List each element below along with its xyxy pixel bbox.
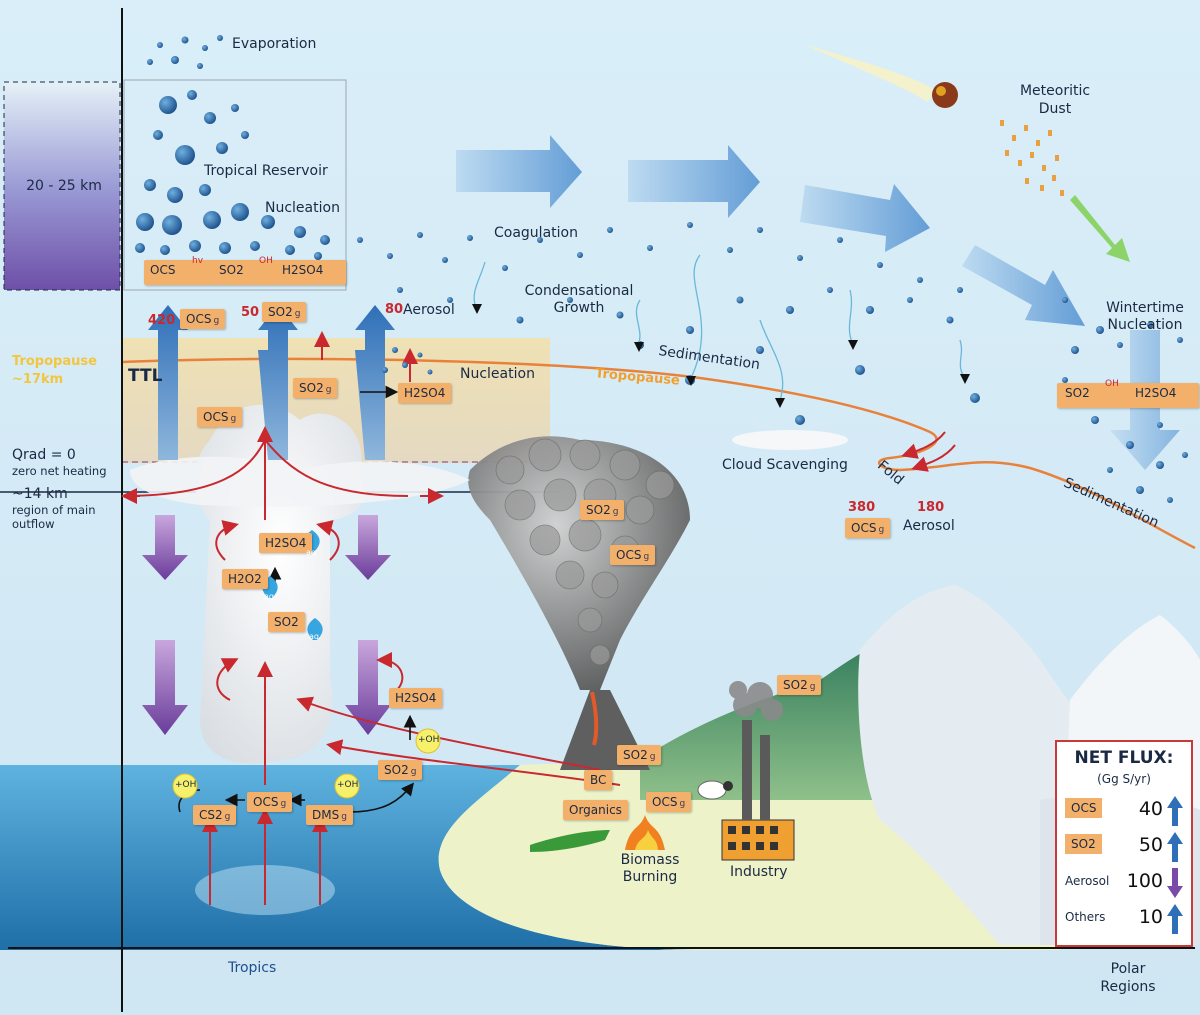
box-cloud-h2so4: H2SO4	[259, 533, 313, 553]
tag-aq-2: aq	[264, 592, 274, 601]
legend-units: (Gg S/yr)	[1097, 772, 1151, 786]
label-outflow-alt: ~14 km	[12, 486, 68, 502]
box-bc: BC	[584, 770, 613, 790]
legend-row-others: Others 10	[1065, 904, 1185, 934]
ocs-upflux-arrows	[148, 305, 395, 460]
label-tropical-reservoir: Tropical Reservoir	[204, 163, 328, 179]
meteoritic-dust-particles	[1000, 120, 1064, 196]
legend-title: NET FLUX:	[1074, 748, 1174, 768]
transport-arrow-4	[962, 245, 1085, 326]
label-reservoir-band: 20 - 25 km	[26, 178, 102, 194]
tag-aq-1: aq	[306, 548, 316, 557]
industry-smoke	[729, 681, 783, 721]
flux-aerosol-polar-value: 180	[917, 500, 945, 515]
meteor-trail	[805, 45, 935, 102]
scavenging-cloud	[732, 430, 848, 450]
cloud-anvil	[130, 456, 470, 507]
label-biomass-burning: Biomass Burning	[620, 852, 680, 885]
up-arrow-icon	[1167, 832, 1183, 862]
label-cloud-scavenging: Cloud Scavenging	[722, 457, 848, 473]
crocodile	[530, 830, 610, 852]
meteoritic-dust-arrow	[1070, 195, 1130, 262]
label-qrad-desc: zero net heating	[12, 464, 107, 478]
flux-aerosol-up-label: Aerosol	[403, 302, 455, 318]
aerosol-droplets	[135, 35, 1188, 503]
ocean	[0, 765, 700, 950]
up-arrow-icon	[1167, 904, 1183, 934]
box-h2so4-right: H2SO4	[389, 688, 443, 708]
box-cloud-so2: SO2	[268, 612, 305, 632]
net-flux-legend: NET FLUX: (Gg S/yr) OCS 40 SO2 50 Aeroso…	[1055, 740, 1193, 947]
label-meteoritic-dust: Meteoritic Dust	[1019, 83, 1091, 117]
box-organics: Organics	[563, 800, 628, 820]
flux-aerosol-polar-label: Aerosol	[903, 518, 955, 534]
box-cloud-h2o2: H2O2	[222, 569, 268, 589]
reservoir-band	[3, 81, 121, 291]
label-polar-regions: Polar Regions	[1100, 961, 1156, 995]
up-arrow-icon	[1167, 796, 1183, 826]
oh-bubbles	[172, 728, 441, 799]
tag-oh-3: +OH	[418, 735, 440, 745]
chimney-1	[742, 720, 752, 820]
label-qrad: Qrad = 0	[12, 447, 76, 463]
label-condensational-growth: Condensational Growth	[524, 283, 634, 316]
label-ttl: TTL	[128, 366, 163, 386]
tag-aq-3: aq	[309, 632, 319, 641]
chimney-2	[760, 735, 770, 820]
tag-oh-2: +OH	[337, 780, 359, 790]
label-outflow-desc: region of main outflow	[12, 503, 96, 531]
label-coagulation: Coagulation	[494, 225, 578, 241]
transport-arrow-1	[456, 135, 582, 208]
aerosol-downflux-arrows	[142, 515, 391, 735]
label-tropics: Tropics	[228, 960, 277, 976]
legend-row-aerosol: Aerosol 100	[1065, 868, 1185, 898]
label-nucleation-ttl: Nucleation	[460, 366, 535, 382]
label-evaporation: Evaporation	[232, 36, 317, 52]
flux-aerosol-up-value: 80	[385, 302, 404, 317]
tag-oh-1: +OH	[175, 780, 197, 790]
transport-arrow-2	[628, 145, 760, 218]
label-nucleation-top: Nucleation	[265, 200, 340, 216]
down-arrow-icon	[1167, 868, 1183, 898]
sheep	[697, 780, 727, 800]
meteor	[932, 82, 958, 108]
reaction-top: OCS hv SO2 OH H2SO4	[144, 256, 346, 285]
legend-row-so2: SO2 50	[1065, 832, 1185, 862]
label-industry: Industry	[730, 864, 788, 880]
flux-ocs-polar-value: 380	[848, 500, 876, 515]
legend-row-ocs: OCS 40	[1065, 796, 1185, 826]
label-tropopause-17km: Tropopause ~17km	[12, 354, 97, 387]
transport-arrow-3	[800, 184, 930, 252]
box-ttl-h2so4: H2SO4	[398, 383, 452, 403]
reaction-polar: SO2 OH H2SO4	[1057, 379, 1199, 408]
flux-ocs-up-value: 420	[148, 313, 176, 328]
tropical-reservoir-frame	[123, 79, 347, 291]
flux-so2-up-value: 50	[241, 305, 260, 320]
label-wintertime-nucleation: Wintertime Nucleation	[1106, 300, 1184, 333]
